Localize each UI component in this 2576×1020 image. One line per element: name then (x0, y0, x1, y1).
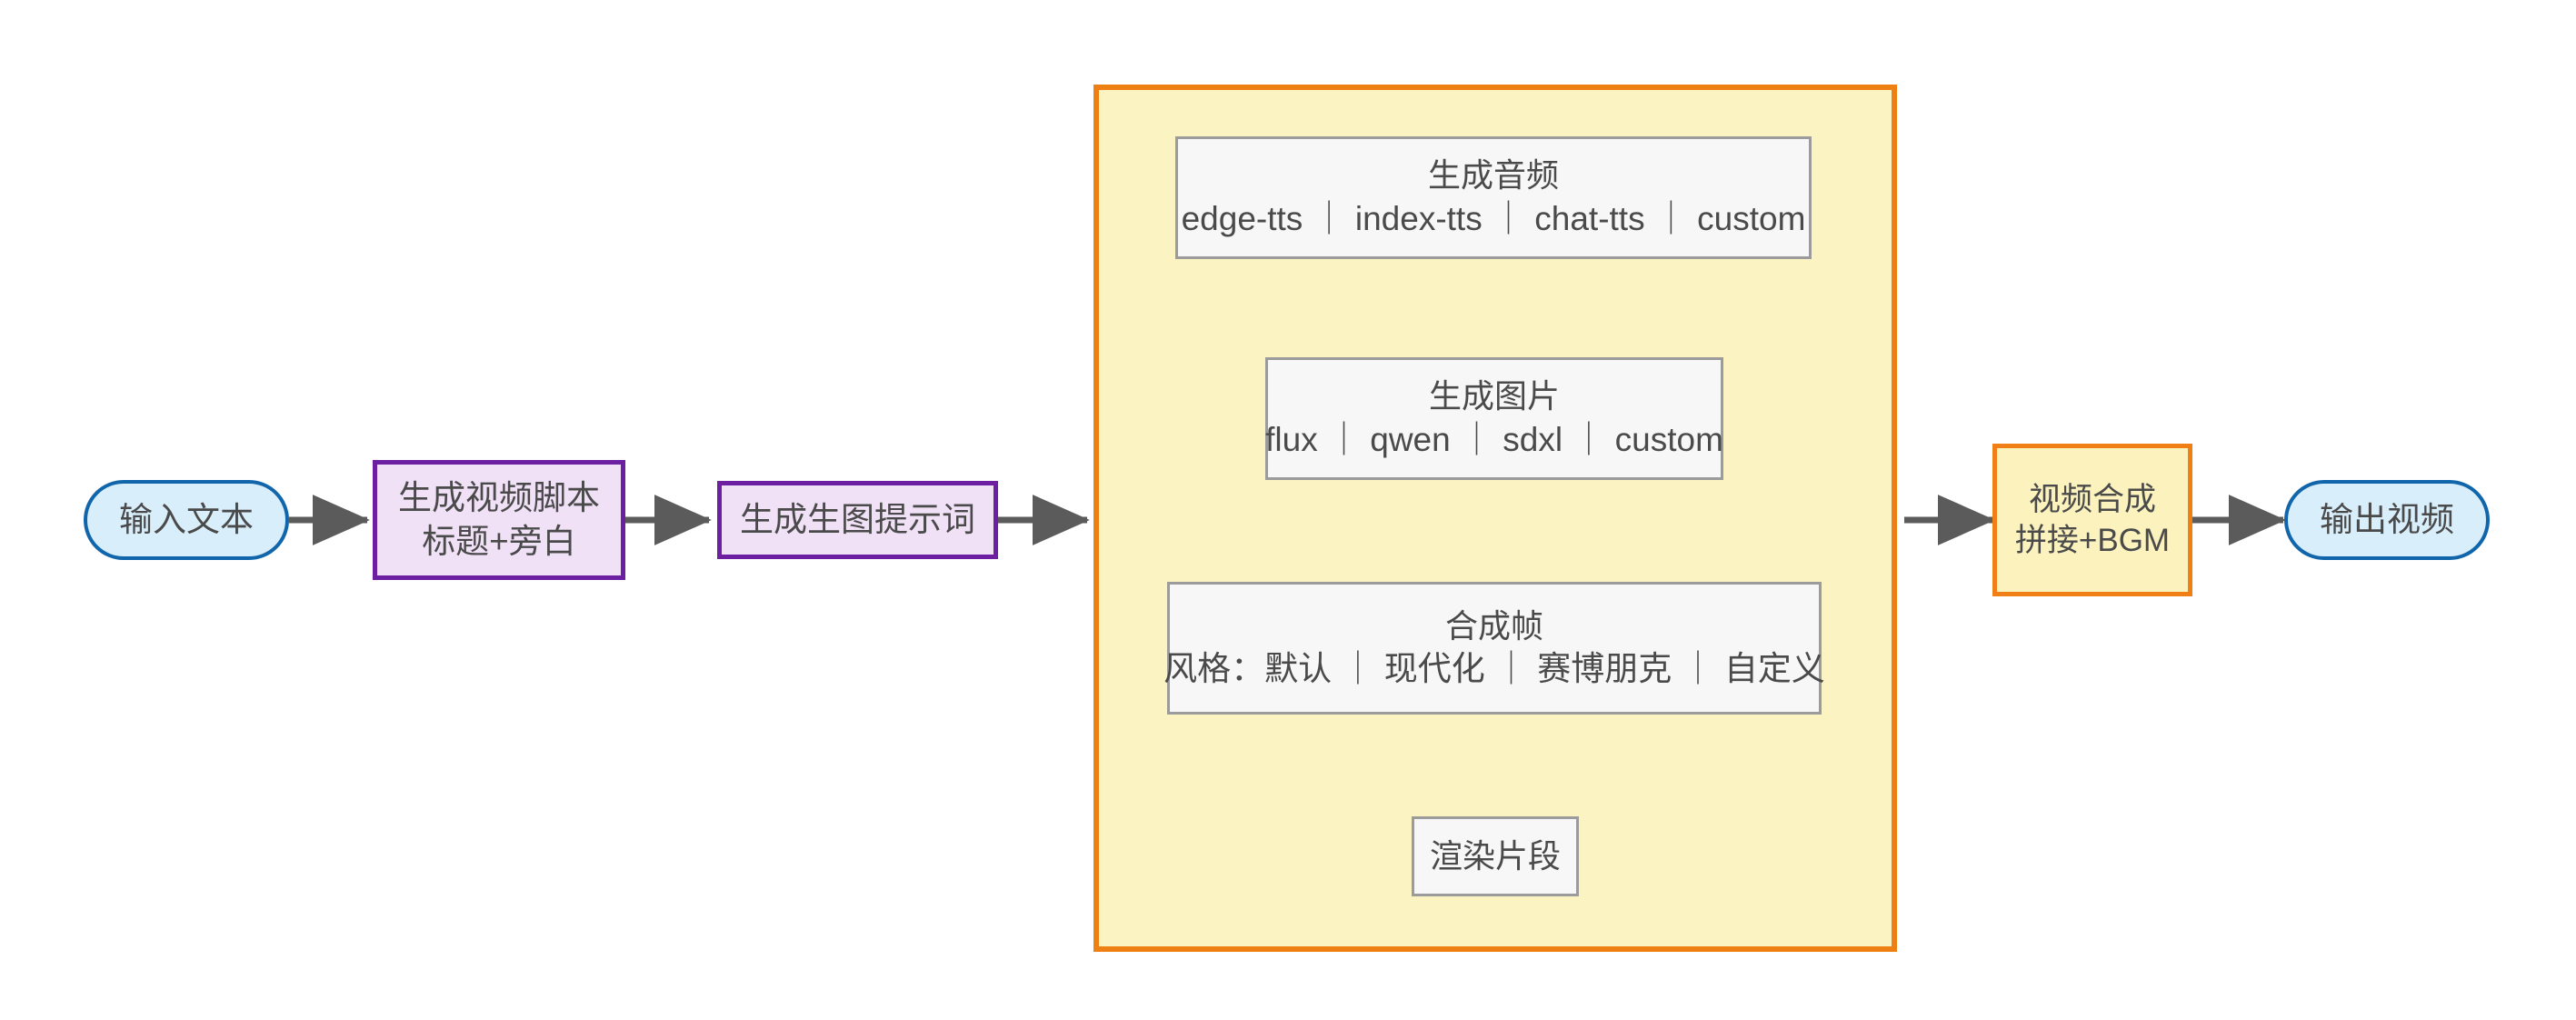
node-generate-audio[interactable]: 生成音频 edge-tts ｜ index-tts ｜ chat-tts ｜ c… (1175, 136, 1812, 259)
node-generate-prompt[interactable]: 生成生图提示词 (717, 481, 998, 559)
node-input-text-label: 输入文本 (119, 500, 254, 538)
node-video-compose[interactable]: 视频合成 拼接+BGM (1992, 444, 2192, 596)
node-generate-audio-line1: 生成音频 (1427, 156, 1559, 195)
node-generate-script-line2: 标题+旁白 (422, 523, 576, 560)
node-video-compose-line2: 拼接+BGM (2014, 523, 2171, 558)
node-generate-script[interactable]: 生成视频脚本 标题+旁白 (373, 460, 625, 580)
node-compose-frame-line1: 合成帧 (1444, 606, 1543, 645)
node-input-text[interactable]: 输入文本 (84, 480, 289, 560)
node-generate-audio-line2: edge-tts ｜ index-tts ｜ chat-tts ｜ custom (1181, 199, 1806, 237)
node-generate-script-line1: 生成视频脚本 (398, 478, 600, 516)
node-render-segment[interactable]: 渲染片段 (1412, 816, 1579, 896)
node-generate-image-line1: 生成图片 (1428, 377, 1560, 415)
node-render-segment-label: 渲染片段 (1429, 836, 1561, 875)
node-output-video-label: 输出视频 (2320, 500, 2454, 538)
node-generate-image[interactable]: 生成图片 flux ｜ qwen ｜ sdxl ｜ custom (1265, 357, 1723, 480)
node-compose-frame[interactable]: 合成帧 风格：默认 ｜ 现代化 ｜ 赛博朋克 ｜ 自定义 (1163, 582, 1825, 715)
node-generate-prompt-label: 生成生图提示词 (740, 500, 975, 538)
node-compose-frame-line2: 风格：默认 ｜ 现代化 ｜ 赛博朋克 ｜ 自定义 (1163, 650, 1825, 688)
node-video-compose-line1: 视频合成 (2028, 481, 2156, 517)
node-generate-image-line2: flux ｜ qwen ｜ sdxl ｜ custom (1265, 420, 1723, 458)
node-output-video[interactable]: 输出视频 (2284, 480, 2490, 560)
